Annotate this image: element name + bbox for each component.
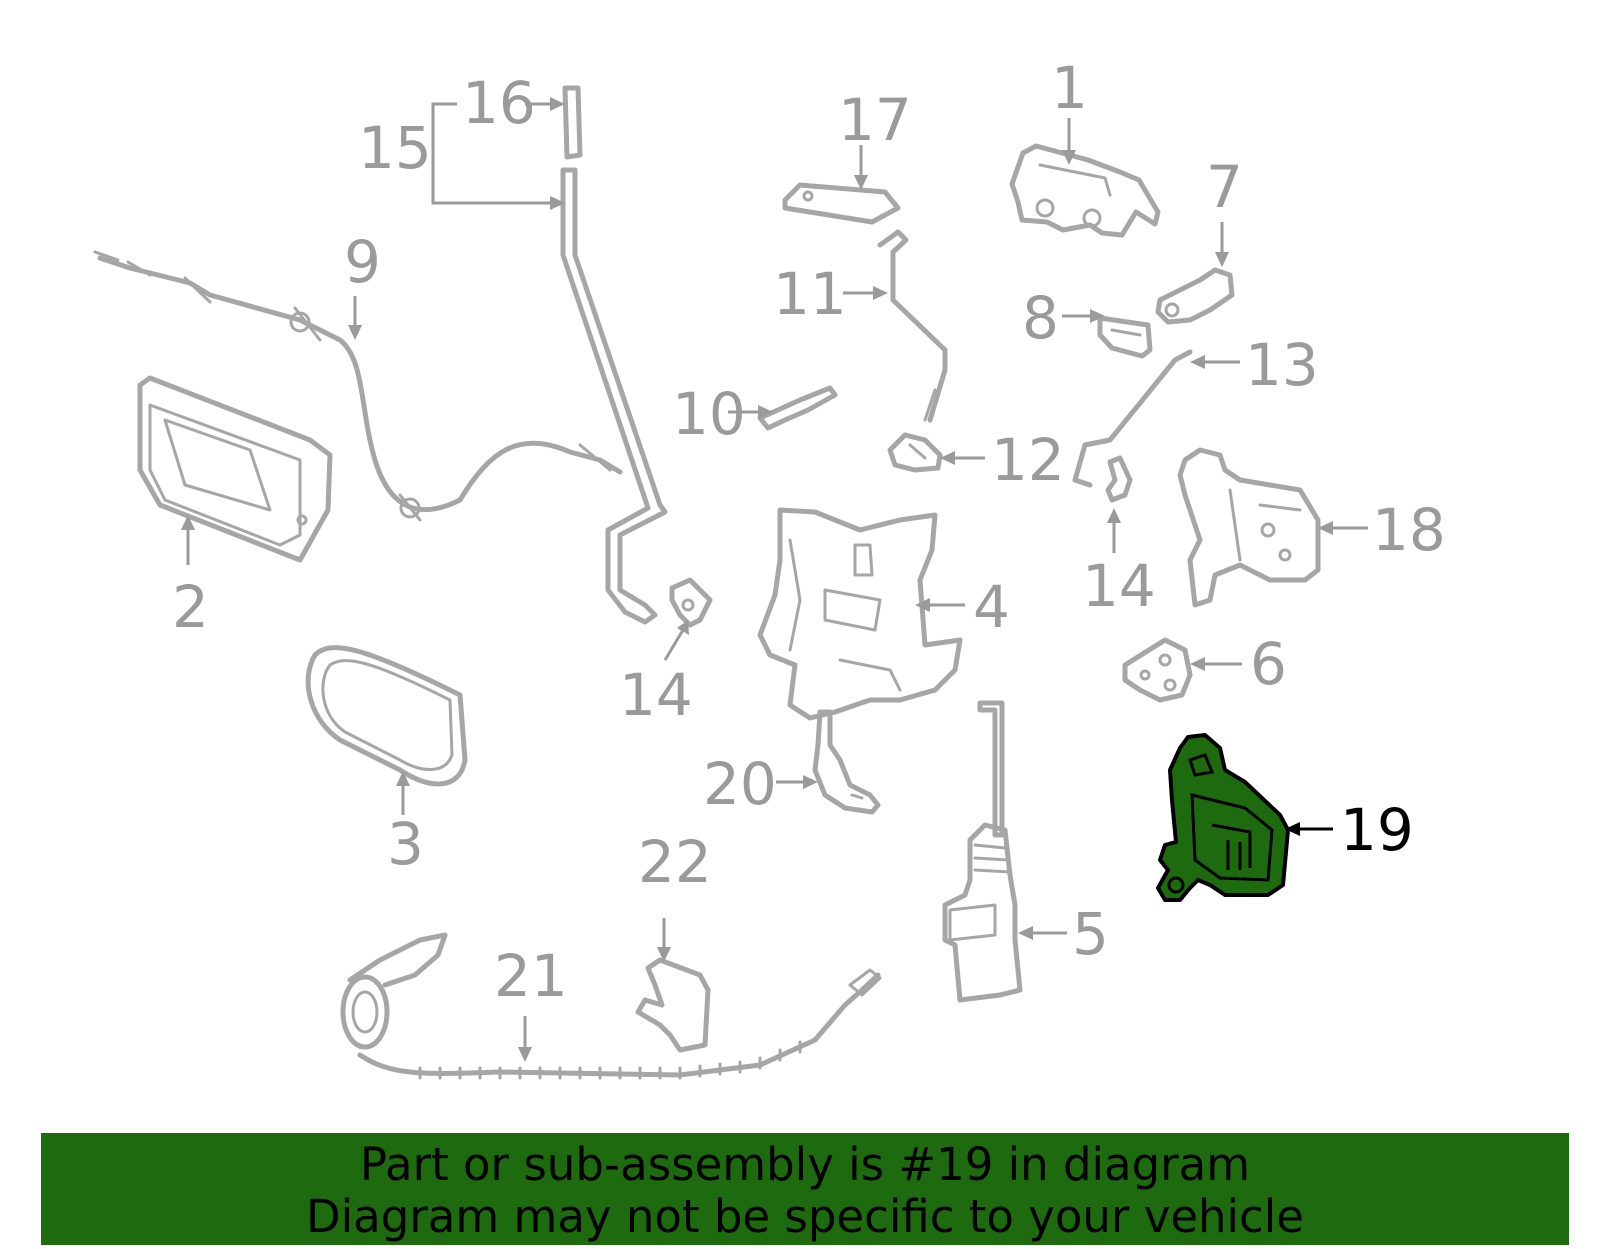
arrow-17 xyxy=(854,145,868,190)
arrow-10 xyxy=(728,405,773,419)
callout-14a: 14 xyxy=(619,661,693,729)
arrow-19 xyxy=(1285,822,1333,836)
part-21-cable[interactable] xyxy=(340,932,882,1080)
arrow-3 xyxy=(396,771,410,815)
callout-16: 16 xyxy=(462,69,536,137)
callout-22: 22 xyxy=(638,828,712,896)
part-13-rod[interactable] xyxy=(1072,349,1193,488)
arrow-2 xyxy=(181,515,195,565)
part-4-latch-assembly[interactable] xyxy=(757,507,963,721)
bracket-15 xyxy=(431,97,565,210)
callout-7: 7 xyxy=(1206,153,1243,221)
callout-9: 9 xyxy=(344,228,381,296)
part-14-clip-b[interactable] xyxy=(1105,455,1133,503)
part-16-grommet[interactable] xyxy=(562,85,583,160)
callout-14b: 14 xyxy=(1082,552,1156,620)
callout-8: 8 xyxy=(1022,284,1059,352)
part-11-rod[interactable] xyxy=(877,229,948,423)
arrow-1 xyxy=(1062,118,1076,165)
arrow-13 xyxy=(1190,355,1240,369)
part-8-clip[interactable] xyxy=(1097,315,1153,359)
part-22-clip[interactable] xyxy=(635,957,711,1053)
arrow-14b xyxy=(1107,508,1121,553)
arrow-14a xyxy=(663,620,689,661)
callout-6: 6 xyxy=(1250,630,1287,698)
arrow-21 xyxy=(518,1016,532,1062)
part-9-cable[interactable] xyxy=(93,250,623,522)
part-17-bracket[interactable] xyxy=(782,182,901,225)
callout-5: 5 xyxy=(1072,900,1109,968)
arrow-4 xyxy=(915,598,965,612)
arrow-11 xyxy=(843,286,888,300)
arrow-12 xyxy=(940,451,985,465)
part-3-seal[interactable] xyxy=(305,645,468,787)
part-1-latch[interactable] xyxy=(1009,143,1161,238)
part-6-plate[interactable] xyxy=(1122,637,1193,703)
banner-line-2: Diagram may not be specific to your vehi… xyxy=(306,1190,1304,1243)
arrow-7 xyxy=(1215,222,1229,267)
part-19-hinge-highlighted[interactable] xyxy=(1156,733,1290,902)
callout-15: 15 xyxy=(358,114,432,182)
arrow-18 xyxy=(1318,521,1368,535)
banner-line-1: Part or sub-assembly is #19 in diagram xyxy=(359,1138,1251,1191)
callout-18: 18 xyxy=(1372,496,1446,564)
callout-21: 21 xyxy=(494,942,568,1010)
arrow-6 xyxy=(1190,657,1242,671)
arrow-22 xyxy=(657,918,671,962)
callout-11: 11 xyxy=(773,260,847,328)
arrow-20 xyxy=(776,775,818,789)
callout-19: 19 xyxy=(1340,796,1414,864)
part-10-clip[interactable] xyxy=(757,385,838,431)
part-2-handle-bezel[interactable] xyxy=(137,375,333,563)
callout-20: 20 xyxy=(703,750,777,818)
callout-17: 17 xyxy=(838,86,912,154)
part-5-lock-actuator[interactable] xyxy=(942,700,1023,1003)
part-12-clip[interactable] xyxy=(887,432,943,473)
callout-12: 12 xyxy=(991,426,1065,494)
callout-1: 1 xyxy=(1051,54,1088,122)
part-20-clip[interactable] xyxy=(812,709,881,815)
callout-2: 2 xyxy=(172,573,209,641)
part-14-clip-a[interactable] xyxy=(669,577,713,628)
callout-3: 3 xyxy=(387,810,424,878)
info-banner: Part or sub-assembly is #19 in diagram D… xyxy=(41,1133,1569,1245)
part-18-hinge[interactable] xyxy=(1177,447,1321,608)
arrow-9 xyxy=(348,296,362,340)
callout-4: 4 xyxy=(973,573,1010,641)
callout-13: 13 xyxy=(1245,331,1319,399)
part-15-rod[interactable] xyxy=(560,167,668,625)
arrow-5 xyxy=(1018,926,1067,940)
callout-10: 10 xyxy=(672,380,746,448)
arrow-8 xyxy=(1062,309,1105,323)
part-7-clip[interactable] xyxy=(1155,267,1235,325)
